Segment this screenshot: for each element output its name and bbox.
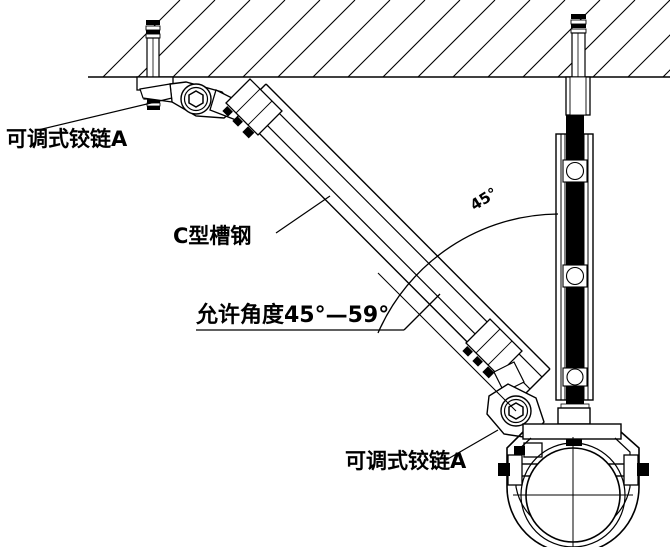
threaded-anchor-rod-right [565,14,591,116]
pipe-clamp-assembly [498,407,649,547]
label-adjustable-hinge-bottom: 可调式铰链A [345,449,467,473]
angle-dimension-arc [377,213,559,412]
leader-angle-arrow [403,293,441,331]
leader-hinge-top [37,97,173,131]
strut-holes [562,159,588,387]
leader-channel [275,195,331,234]
c-channel-steel-brace [222,78,551,398]
brace-upper-connector [222,78,283,139]
brace-lower-connector [462,318,523,379]
label-adjustable-hinge-top: 可调式铰链A [6,127,128,151]
label-c-channel-steel: C型槽钢 [173,224,252,248]
adjustable-hinge-a-bottom [486,361,545,458]
angle-radial-line [377,272,517,412]
vertical-strut-channel [555,115,594,418]
leader-lines [37,97,499,461]
leader-hinge-bottom [445,429,499,461]
label-allowable-angle-range: 允许角度45°—59° [196,303,390,328]
